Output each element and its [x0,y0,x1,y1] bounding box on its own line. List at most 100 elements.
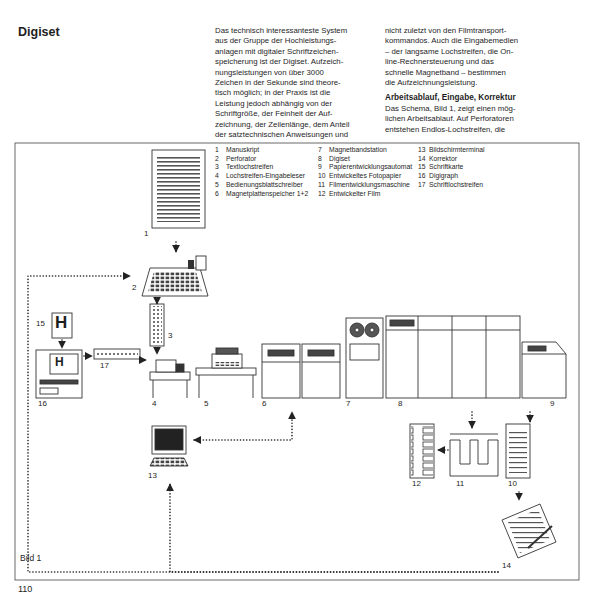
tape-reader [150,372,190,380]
terminal-callout: 13 [146,424,194,484]
tape-station [346,318,383,398]
body-text: speicherung ist der Digiset. Aufzeich- [215,57,343,67]
page-heading: Digiset [18,24,60,40]
callout-number: 2 [132,284,136,293]
callout-number: 8 [398,400,402,409]
flow-arrow [156,348,158,354]
digiset-unit [486,316,487,398]
screen-terminal [152,426,186,454]
body-text: kommandos. Auch die Eingabemedien [385,36,518,46]
legend-text: Entwickelter Film [329,190,380,199]
callout-number: 16 [38,400,47,409]
legend-text: Papierentwicklungsautomat [329,163,412,172]
digiset-unit [386,316,520,398]
font-card [52,313,72,338]
digiset-unit [418,316,419,398]
legend-text: Entwickeltes Fotopapier [329,172,401,181]
section-heading: Arbeitsablauf, Eingabe, Korrektur [385,93,516,103]
console-typewriter [253,375,254,398]
body-text: schnelle Magnetband – bestimmen [385,68,506,78]
body-text: aus der Gruppe der Hochleistungs- [215,36,336,46]
console-typewriter [196,348,256,398]
legend-number: 2 [215,155,219,164]
legend-number: 7 [318,146,322,155]
body-text: der satztechnischen Anweisungen und [215,130,348,140]
tape-reader-callout: 4 [146,354,192,412]
flow-arrow [84,355,92,357]
digiset-callout: 8 [386,314,520,412]
body-text: nungsleistungen von über 3000 [215,68,324,78]
console-typewriter [199,375,200,398]
paper-processor [522,354,566,355]
paper-processor [528,346,546,351]
flow-arrow [170,484,498,572]
corrector-proof [528,526,552,548]
legend-text: Bildschirmterminal [429,146,485,155]
legend-number: 8 [318,155,322,164]
legend-text: Schriftlochstreifen [429,181,483,190]
developed-paper [509,429,527,473]
legend-text: Schriftkarte [429,163,463,172]
legend-text: Korrektor [429,155,457,164]
photo-paper-callout: 10 [502,422,536,492]
digiset-unit [386,316,520,398]
tape-station [370,328,374,332]
disk-storage-callout: 6 [260,338,342,412]
tape-reader [156,360,176,372]
tape-station [365,323,379,337]
disk-storage [262,362,300,363]
flow-arrow [61,340,63,348]
corrector-callout: 14 [498,500,560,576]
console-typewriter [215,362,239,366]
font-tape [96,351,138,357]
page-number: 110 [18,584,32,594]
digigraph [40,380,78,384]
flow-arrow [156,300,158,304]
legend-text: Digiset [329,155,350,164]
perforator [188,260,194,269]
callout-number: 1 [144,230,148,239]
manuscript [152,150,205,228]
disk-storage [308,350,334,356]
legend-number: 1 [215,146,219,155]
developed-film [410,424,434,478]
body-text: Zeichen in der Sekunde sind theore- [215,78,341,88]
legend-text: Bedienungsblattschreiber [226,181,303,190]
body-text: anlagen mit digitaler Schriftzeichen- [215,47,339,57]
body-text: Das technisch interessanteste System [215,26,347,36]
screen-terminal [150,458,188,466]
console-typewriter [216,348,238,354]
tape-reader [187,380,188,398]
perforator-callout: 2 [130,252,210,300]
typewriter-callout: 5 [194,340,258,412]
text-tape-callout: 3 [146,304,178,348]
text-tape [150,304,164,346]
perforator [142,256,208,296]
digigraph-callout: H 16 [34,348,84,412]
legend-number: 4 [215,172,219,181]
callout-number: 15 [36,320,45,329]
tape-station-callout: 7 [344,316,384,412]
text-tape [150,304,164,346]
body-text: Schriftgröße, der Feinheit der Auf- [215,109,332,119]
tape-reader [176,364,184,372]
paper-processor [522,342,566,398]
screen-terminal [155,429,183,450]
developed-paper [506,424,530,478]
disk-storage [262,344,340,398]
legend-number: 16 [418,172,426,181]
text-tape [152,306,162,344]
film-processor [450,440,498,476]
legend-text: Perforator [226,155,256,164]
legend-text: Filmentwicklungsmaschine [329,181,410,190]
tape-station [346,318,383,398]
film-callout: 12 [406,422,438,492]
frame [15,143,579,580]
font-tape-callout: 17 [92,346,142,378]
film-processor-callout: 11 [448,428,500,492]
card-letter: H [55,356,64,369]
body-text: Das Schema, Bild 1, zeigt einen mög- [385,104,515,114]
paper-processor [522,342,566,398]
font-card [52,313,72,338]
